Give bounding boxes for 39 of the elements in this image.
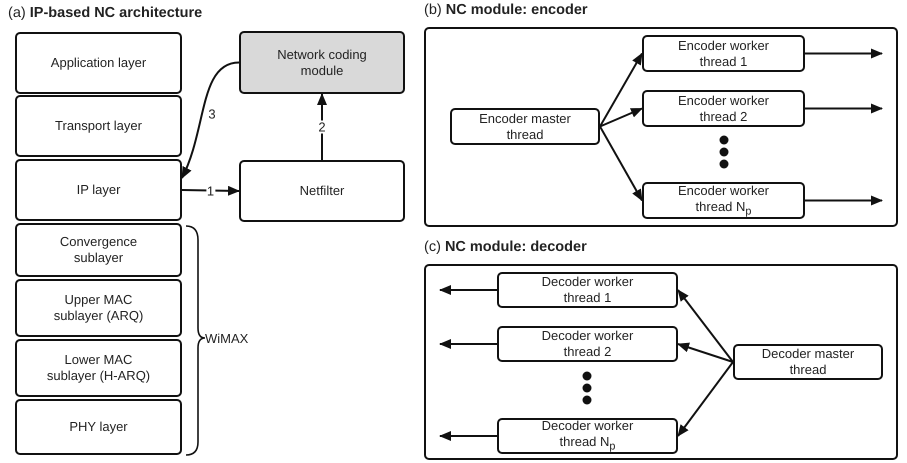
process-box: Netfilter	[239, 160, 405, 222]
panel-heading: (a) IP-based NC architecture	[8, 5, 202, 21]
process-box: Encoder worker thread 1	[642, 35, 805, 72]
process-box: Encoder master thread	[450, 108, 600, 145]
process-box: Convergence sublayer	[15, 223, 182, 277]
edge-label: 3	[207, 108, 217, 120]
process-box: PHY layer	[15, 399, 182, 455]
process-box: IP layer	[15, 159, 182, 221]
process-box: Application layer	[15, 32, 182, 94]
process-box: Decoder worker thread 2	[497, 326, 678, 362]
arrow	[439, 431, 497, 441]
arrow	[439, 339, 497, 349]
brace-label: WiMAX	[205, 331, 248, 346]
arrow	[317, 93, 327, 160]
arrow	[677, 289, 734, 363]
edge-label: 2	[317, 120, 327, 134]
process-box: Decoder worker thread N$_{p}$	[497, 418, 678, 454]
arrow	[181, 62, 240, 179]
process-box: Encoder worker thread N$_{p}$	[642, 182, 805, 219]
arrow	[805, 104, 883, 114]
edge-label: 1	[206, 184, 216, 197]
arrow	[599, 52, 643, 127]
arrow	[677, 342, 734, 363]
process-box: Decoder master thread	[733, 344, 883, 380]
arrow	[677, 361, 734, 437]
arrow	[182, 186, 240, 196]
process-box: Upper MAC sublayer (ARQ)	[15, 279, 182, 337]
process-box: Decoder worker thread 1	[497, 272, 678, 308]
process-box: Lower MAC sublayer (H-ARQ)	[15, 339, 182, 397]
process-box: Encoder worker thread 2	[642, 90, 805, 127]
arrow	[439, 285, 497, 295]
process-box: Transport layer	[15, 95, 182, 157]
arrow	[600, 108, 643, 128]
panel-heading: (b) NC module: encoder	[424, 2, 588, 18]
arrow	[599, 126, 643, 202]
process-box: Network coding module	[239, 31, 405, 94]
panel-heading: (c) NC module: decoder	[424, 239, 587, 255]
arrow	[805, 48, 883, 58]
arrow	[805, 196, 883, 206]
